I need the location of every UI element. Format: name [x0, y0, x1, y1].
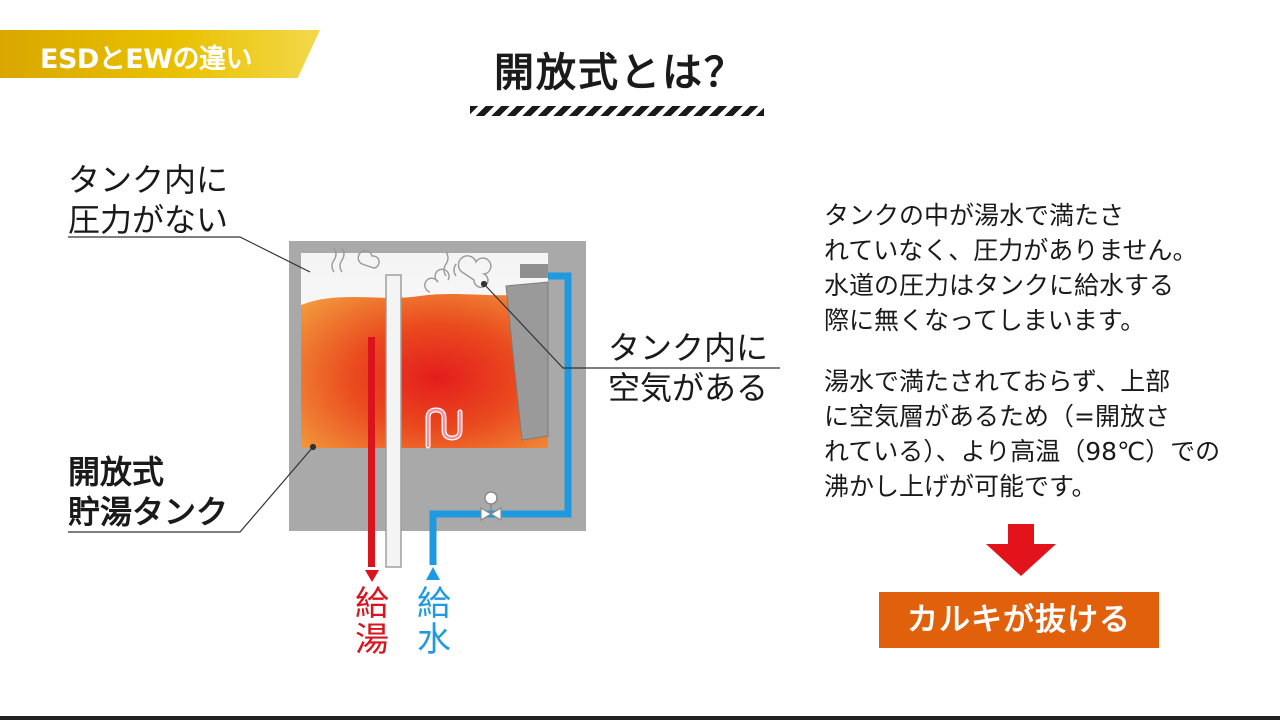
hot-outlet-label: 給 湯 [355, 584, 389, 660]
section-tag: ESDとEWの違い [0, 30, 320, 78]
description-paragraph-2: 湯水で満たされておらず、上部 に空気層があるため（=開放さ れている）、より高温… [824, 367, 1221, 501]
leader-tank [68, 446, 314, 533]
steam-icon [331, 247, 492, 293]
section-tag-label: ESDとEWの違い [40, 44, 253, 75]
leader-no-pressure [68, 236, 311, 273]
valve-icon [480, 491, 502, 522]
cold-arrow-icon [426, 567, 440, 580]
water-inlet-label: 給 水 [417, 584, 451, 660]
center-pipe [385, 274, 402, 568]
hot-pipe [368, 337, 375, 567]
description-paragraph-1: タンクの中が湯水で満たさ れていなく、圧力がありません。 水道の圧力はタンクに給… [824, 201, 1198, 335]
hot-water [301, 292, 548, 448]
result-badge: カルキが抜ける [879, 592, 1159, 648]
title-underline [470, 106, 764, 116]
cold-pipe [429, 272, 572, 565]
down-arrow-icon [986, 524, 1056, 576]
label-air: タンク内に 空気がある [608, 329, 769, 407]
label-no-pressure: タンク内に 圧力がない [68, 161, 229, 239]
baffle [505, 281, 549, 441]
page-title: 開放式とは？ [494, 50, 746, 96]
bottom-divider [0, 716, 1280, 720]
label-tank: 開放式 貯湯タンク [68, 453, 229, 531]
leader-air [483, 283, 780, 369]
inlet-cap [520, 264, 548, 278]
hot-arrow-icon [365, 570, 379, 582]
